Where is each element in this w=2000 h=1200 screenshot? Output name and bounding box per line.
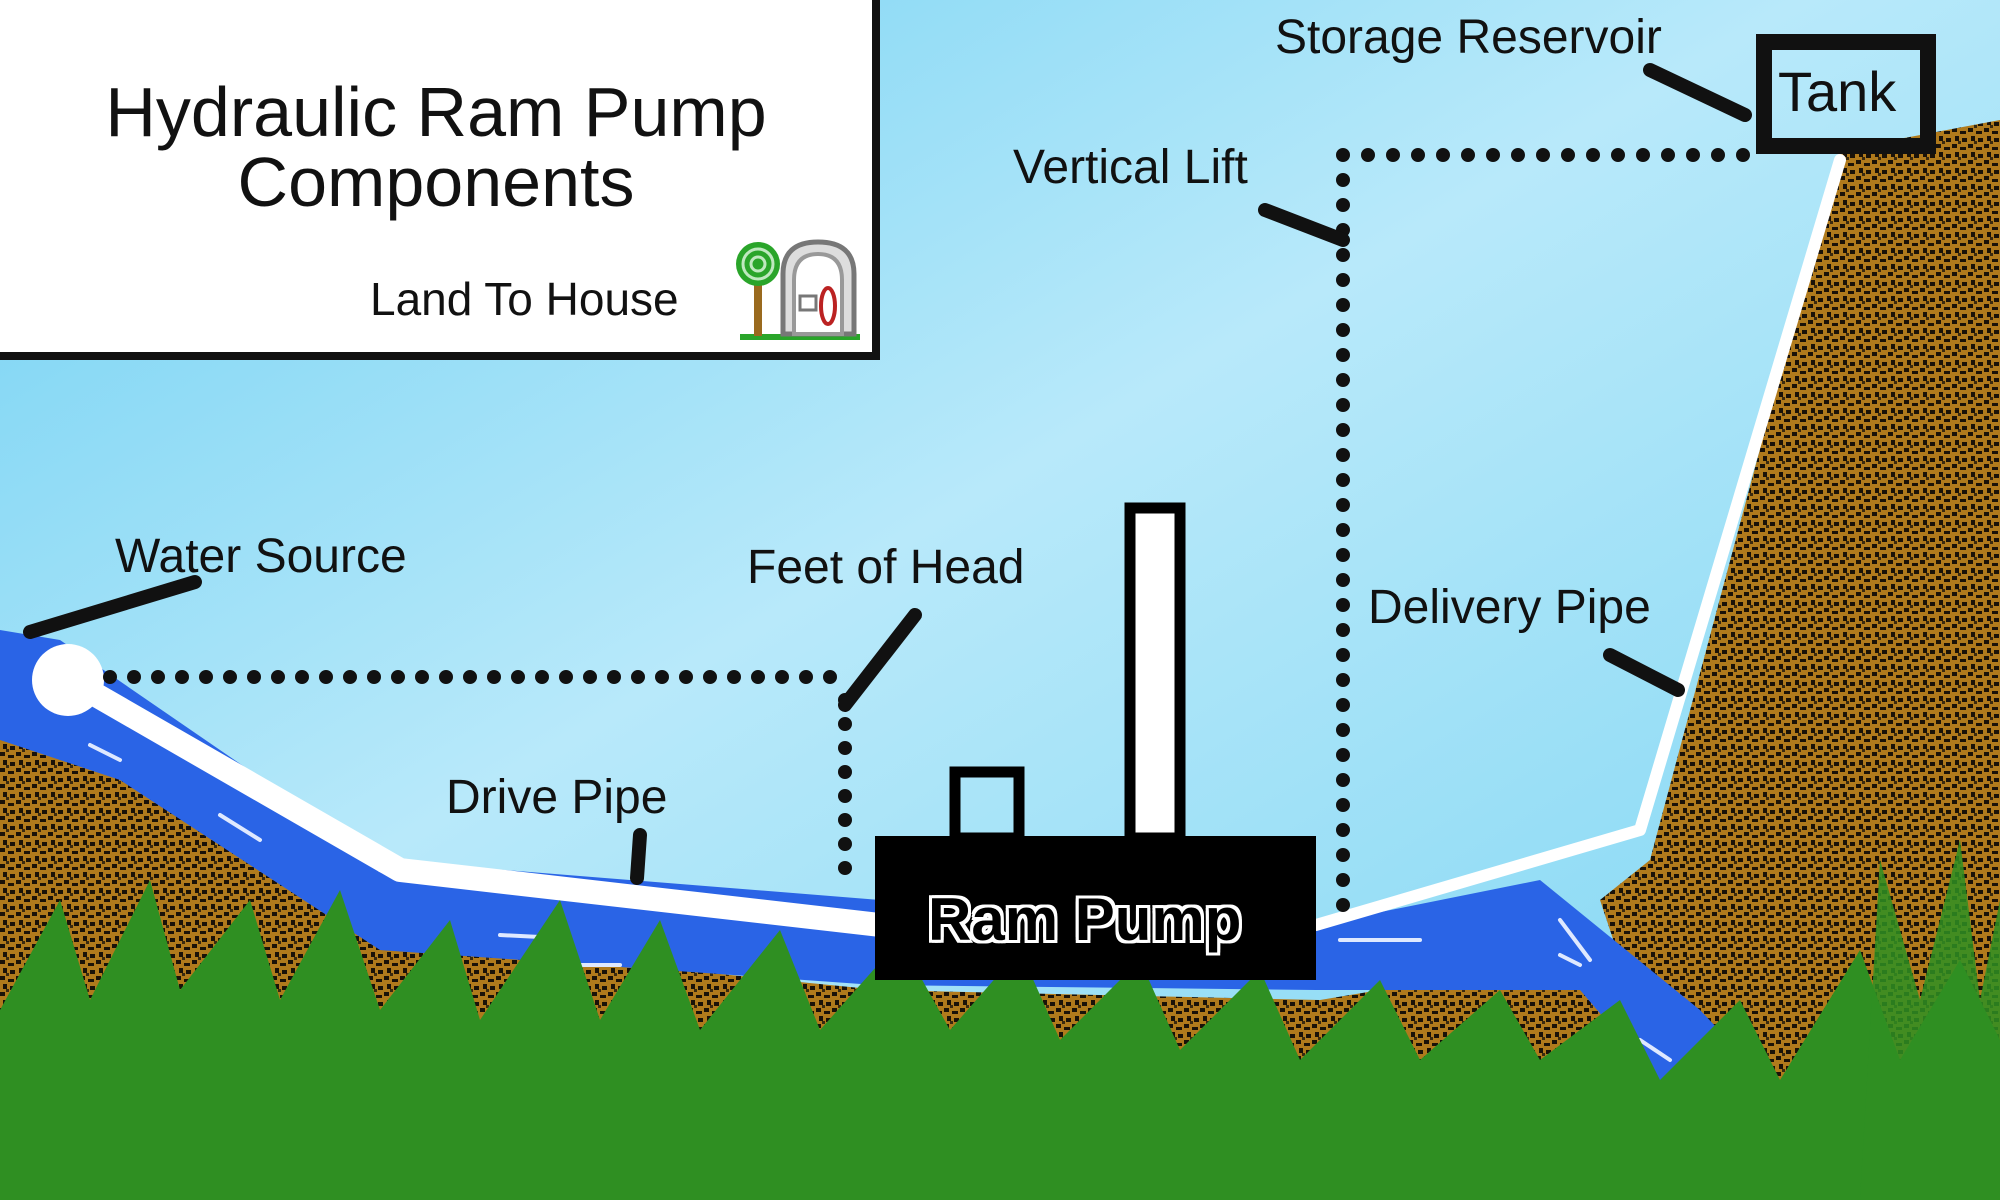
- pump-air-chamber: [1124, 502, 1186, 844]
- drive-pipe-leader: [630, 828, 647, 885]
- ram-pump-label: Ram Pump: [928, 886, 1242, 953]
- feet-of-head-label: Feet of Head: [747, 541, 1025, 594]
- delivery-pipe-label: Delivery Pipe: [1368, 581, 1651, 634]
- vertical-lift-label: Vertical Lift: [1013, 141, 1248, 194]
- leader-lines: [23, 63, 1752, 885]
- brand-logo-icon: [736, 239, 860, 340]
- water-source-intake: [32, 644, 104, 716]
- vertical-lift-guide: [1336, 148, 1757, 917]
- feet-of-head-guide: [103, 670, 852, 887]
- grass: [0, 840, 2000, 1200]
- water-source-label: Water Source: [115, 530, 407, 583]
- delivery-pipe-leader: [1603, 648, 1685, 697]
- vertical-lift-leader: [1258, 203, 1350, 247]
- feet-of-head-leader: [838, 608, 922, 712]
- storage-reservoir-label: Storage Reservoir: [1275, 11, 1662, 64]
- delivery-pipe: [1310, 154, 1846, 931]
- storage-tank: [1756, 34, 1936, 154]
- ram-pump-body: [875, 836, 1316, 980]
- drive-pipe: [58, 668, 892, 937]
- storage-reservoir-leader: [1643, 63, 1752, 122]
- brand-name: Land To House: [370, 273, 679, 325]
- diagram-subtitle: Components: [237, 143, 635, 221]
- diagram-title: Hydraulic Ram Pump: [105, 73, 767, 151]
- water-source-leader: [23, 575, 202, 639]
- water-ripples: [88, 743, 1762, 1162]
- tank-label: Tank: [1778, 60, 1897, 123]
- title-panel: Hydraulic Ram Pump Components Land To Ho…: [0, 0, 880, 360]
- drive-pipe-label: Drive Pipe: [446, 771, 668, 824]
